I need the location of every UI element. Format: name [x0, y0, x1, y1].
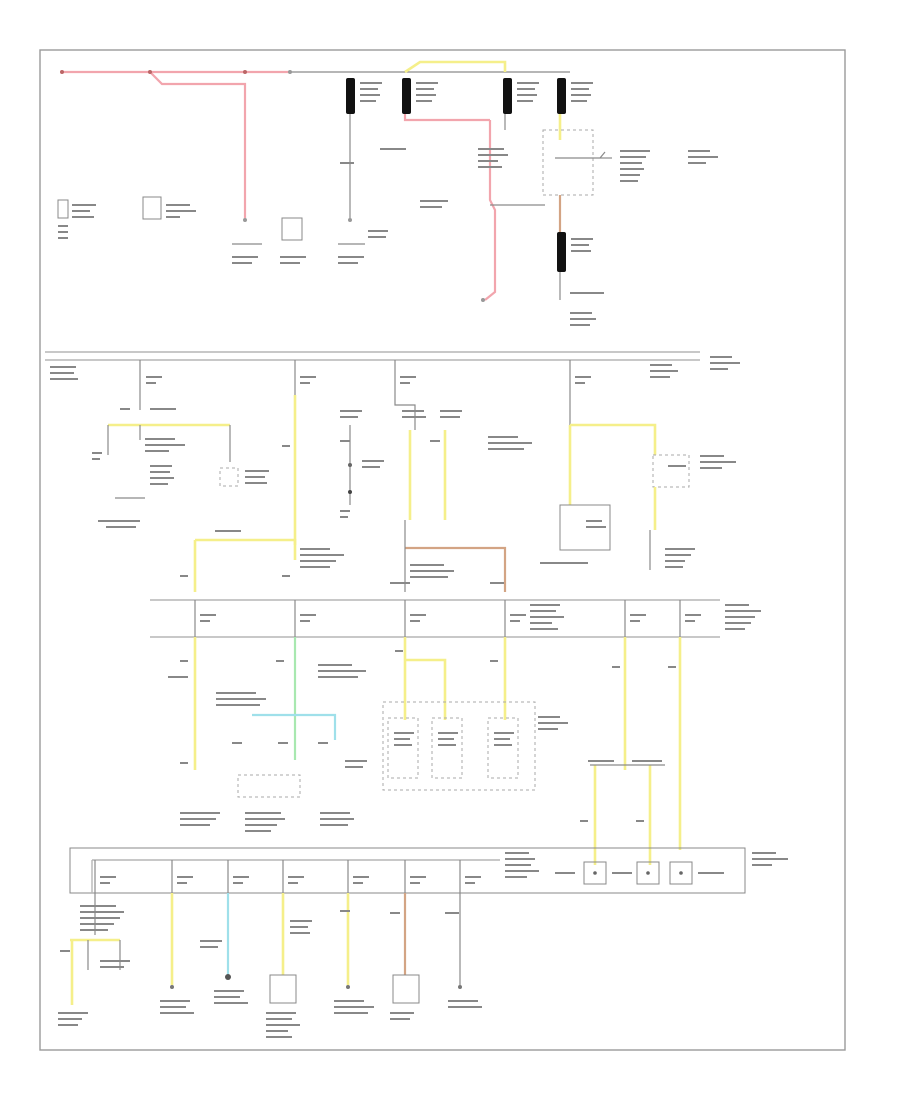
yellow-bridge-2: [405, 658, 447, 720]
bus-1-taps: [139, 360, 591, 395]
connector-block-3: [487, 717, 519, 779]
relay-switch: [555, 151, 606, 159]
bus-3-labels: [505, 852, 788, 878]
relay-box: [542, 129, 594, 196]
diagram-frame: [39, 49, 846, 1051]
bottom-ground-1: [225, 974, 231, 980]
middle-upper-section: [92, 395, 736, 592]
lower-mid-labels: [168, 650, 676, 832]
fuse-link-4: [557, 78, 566, 114]
center-labels: [340, 410, 504, 584]
node-center-2: [481, 298, 485, 302]
brown-wire-1: [405, 546, 507, 592]
battery-node: [60, 70, 64, 74]
right-relay: [652, 454, 690, 488]
bus-section-2: [150, 599, 761, 638]
bottom-relay-1: [583, 861, 607, 885]
splice-node-1: [148, 70, 152, 74]
connector-block-4: [237, 774, 301, 798]
component-box-1: [57, 199, 69, 219]
bottom-section: [58, 893, 482, 1038]
bus-1-labels: [50, 356, 740, 380]
fuse-labels: [360, 82, 593, 252]
bus-2-taps: [194, 600, 701, 637]
top-left-labels: [58, 148, 604, 326]
relay-box-labels: [620, 150, 718, 182]
bottom-component-1: [269, 974, 297, 1004]
left-switch: [219, 467, 239, 487]
right-yellow-bus: [570, 423, 657, 455]
left-sub-labels: [92, 408, 269, 528]
fuse2-drop: [403, 114, 490, 122]
top-section: [57, 60, 718, 326]
middle-lower-section: [168, 637, 682, 865]
cyan-wire-1: [252, 713, 337, 740]
right-module: [559, 504, 611, 551]
bus-section-3: [69, 847, 788, 894]
fuse-link-3: [503, 78, 512, 114]
fuse-link-1: [346, 78, 355, 114]
bottom-fuse-block: [69, 847, 746, 894]
component-box-3: [281, 217, 303, 241]
splice-node-2: [243, 70, 247, 74]
bottom-labels: [58, 905, 482, 1038]
top-jumper-wire: [404, 60, 507, 74]
bottom-component-2: [392, 974, 420, 1004]
splice-node-3: [288, 70, 292, 74]
node-center-1: [348, 218, 352, 222]
yellow-bridge-1: [195, 538, 297, 560]
right-labels: [488, 436, 736, 568]
bus-section-1: [45, 351, 740, 395]
component-box-2: [142, 196, 162, 220]
connector-block-1: [387, 717, 419, 779]
bottom-relay-3: [669, 861, 693, 885]
battery-feed-wire: [62, 70, 247, 218]
connector-block-2: [431, 717, 463, 779]
bottom-relay-2: [636, 861, 660, 885]
bus-3-taps: [94, 860, 481, 893]
bus-2-labels: [530, 604, 761, 630]
mid-labels-a: [180, 445, 344, 577]
fuse-link-2: [402, 78, 411, 114]
fuse2-red-run: [484, 120, 497, 301]
fuse-link-5: [557, 232, 566, 272]
node-left-1: [243, 218, 247, 222]
